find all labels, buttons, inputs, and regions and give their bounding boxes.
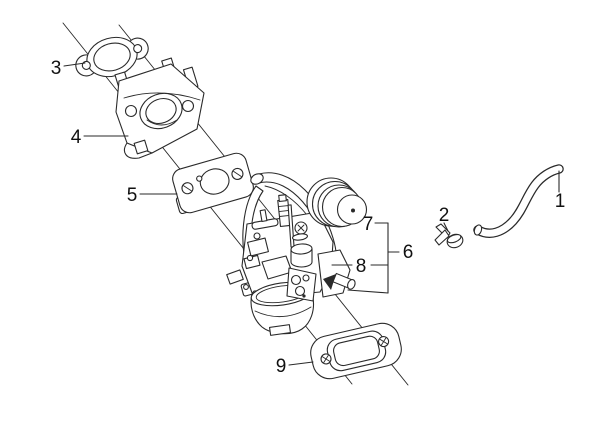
part-4-intake-manifold-drawing: [114, 57, 205, 159]
carb-bowl-seam: [254, 306, 312, 317]
carb-fuel-inlet-nub: [332, 272, 356, 290]
part-label-8: 8: [356, 256, 367, 277]
part-6-carburetor-assembly-drawing: [226, 172, 368, 336]
hose-open-end: [473, 224, 483, 236]
part-3-gasket-drawing: [75, 36, 149, 78]
part-9-gasket-drawing: [310, 322, 402, 380]
gasket5-center-hole: [199, 168, 230, 195]
gasket5-slash: [233, 170, 242, 177]
carb-outlet-flange: [317, 249, 351, 298]
pump-cover-dot: [302, 294, 306, 298]
gasket5-pin-hole: [196, 175, 203, 182]
carb-pump-well-top: [290, 243, 313, 255]
part-label-9: 9: [276, 356, 287, 377]
carb-plunger-cap: [278, 194, 287, 202]
gasket5-slash: [183, 185, 192, 192]
carb-left-fitting: [226, 269, 244, 285]
gasket3-right-hole: [133, 44, 143, 54]
part-1-fuel-hose-drawing: [473, 164, 564, 238]
carb-arm-ridge: [264, 185, 308, 216]
spring-coil: [278, 210, 290, 212]
part-label-3: 3: [51, 58, 62, 79]
pump-cover-hole: [290, 274, 302, 286]
gasket9-screw-cross: [379, 337, 388, 346]
part-label-2: 2: [439, 205, 450, 226]
manifold-bolt-hole-right: [181, 99, 195, 113]
carb-screw-cross: [297, 224, 305, 232]
hose-outline: [473, 164, 564, 238]
carb-bowl-foot: [268, 324, 292, 336]
hose-fill: [474, 165, 563, 237]
carb-t-fitting-post: [259, 209, 268, 223]
carb-outlet-shadow: [323, 274, 336, 290]
part-5-gasket-drawing: [172, 152, 254, 215]
part-label-4: 4: [71, 127, 82, 148]
carb-pump-cover: [286, 267, 317, 302]
bracket-6-bottom: [347, 289, 389, 294]
pump-cover-hole: [294, 285, 306, 297]
gasket9-opening: [333, 335, 380, 367]
leader-3: [63, 62, 86, 67]
spring-coil: [277, 205, 289, 208]
leader-lines: [63, 62, 560, 366]
spring-coil: [278, 215, 290, 217]
gasket3-inner-ring: [93, 42, 131, 72]
clamp-body-top: [446, 234, 462, 244]
part-labels: 1 2 3 4 5 6 7 8 9: [51, 58, 566, 377]
carb-elbow-hole: [243, 284, 249, 290]
carb-washer: [292, 233, 308, 241]
part-label-1: 1: [555, 191, 566, 212]
part-label-5: 5: [127, 185, 138, 206]
carb-pivot-hole: [246, 254, 254, 262]
leader-2: [443, 222, 449, 232]
cap-center-dot: [351, 208, 355, 213]
part-label-6: 6: [403, 242, 414, 263]
manifold-throat-line: [146, 119, 178, 126]
clamp-wing: [434, 229, 450, 246]
pump-cover-hole: [302, 274, 310, 282]
part-label-7: 7: [363, 214, 374, 235]
manifold-skirt: [123, 142, 153, 159]
part-2-hose-clamp-drawing: [434, 223, 464, 249]
nub-cap: [347, 279, 356, 290]
carb-pipe-open-end: [250, 173, 264, 185]
part-7-diaphragm-cap-drawing: [306, 177, 368, 228]
manifold-bore-inner: [145, 97, 177, 125]
gasket9-screw-cross: [321, 354, 331, 363]
manifold-notch: [133, 139, 149, 155]
leader-9: [288, 361, 314, 366]
carb-block-detail: [247, 237, 269, 257]
manifold-bolt-hole-left: [124, 104, 138, 118]
carb-pivot-hole: [253, 232, 261, 240]
